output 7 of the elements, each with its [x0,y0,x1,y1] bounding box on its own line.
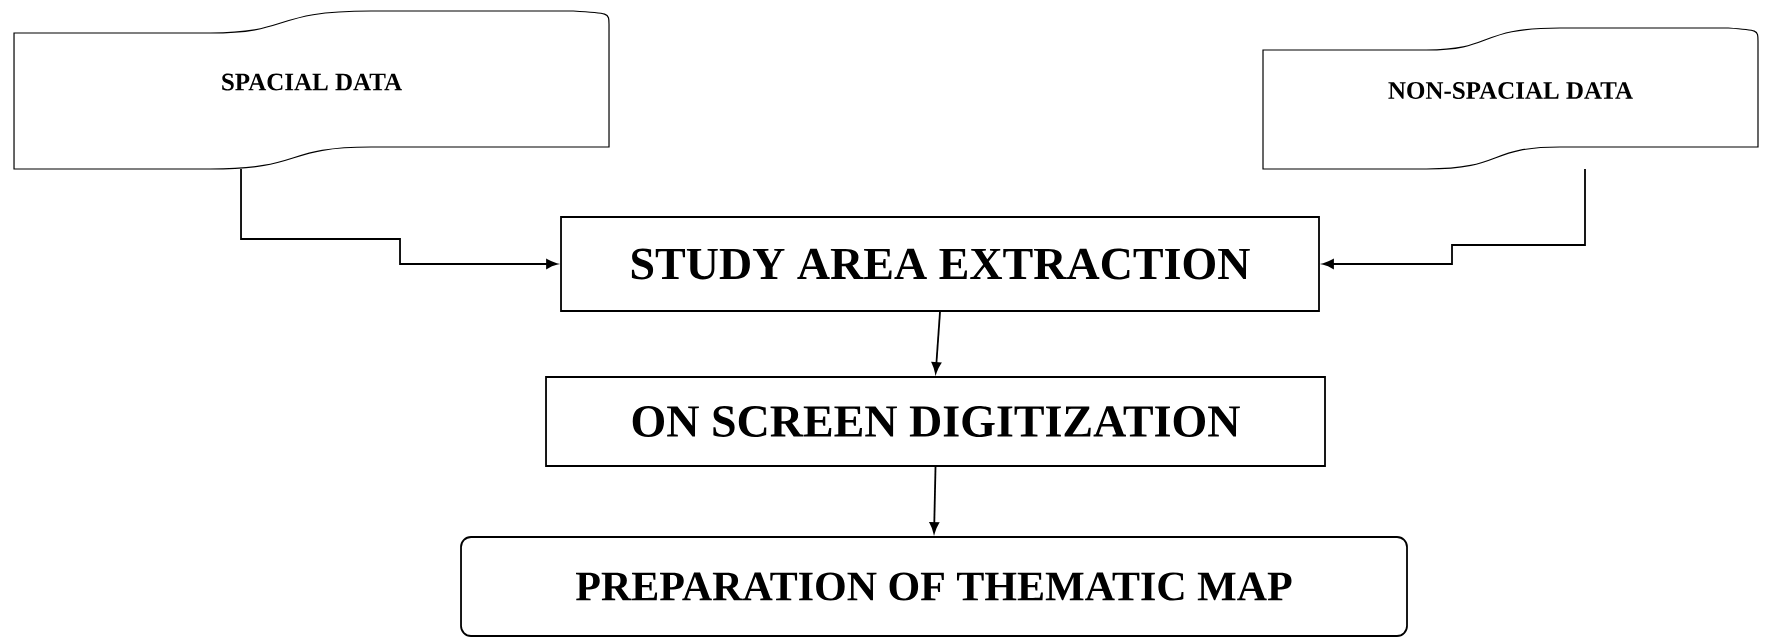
arrow [929,466,940,534]
process-box: PREPARATION OF THEMATIC MAP [460,536,1408,637]
process-box: ON SCREEN DIGITIZATION [545,376,1326,467]
arrow [1322,168,1586,269]
process-box: STUDY AREA EXTRACTION [560,216,1320,312]
arrow [931,311,942,374]
arrow [240,168,558,269]
